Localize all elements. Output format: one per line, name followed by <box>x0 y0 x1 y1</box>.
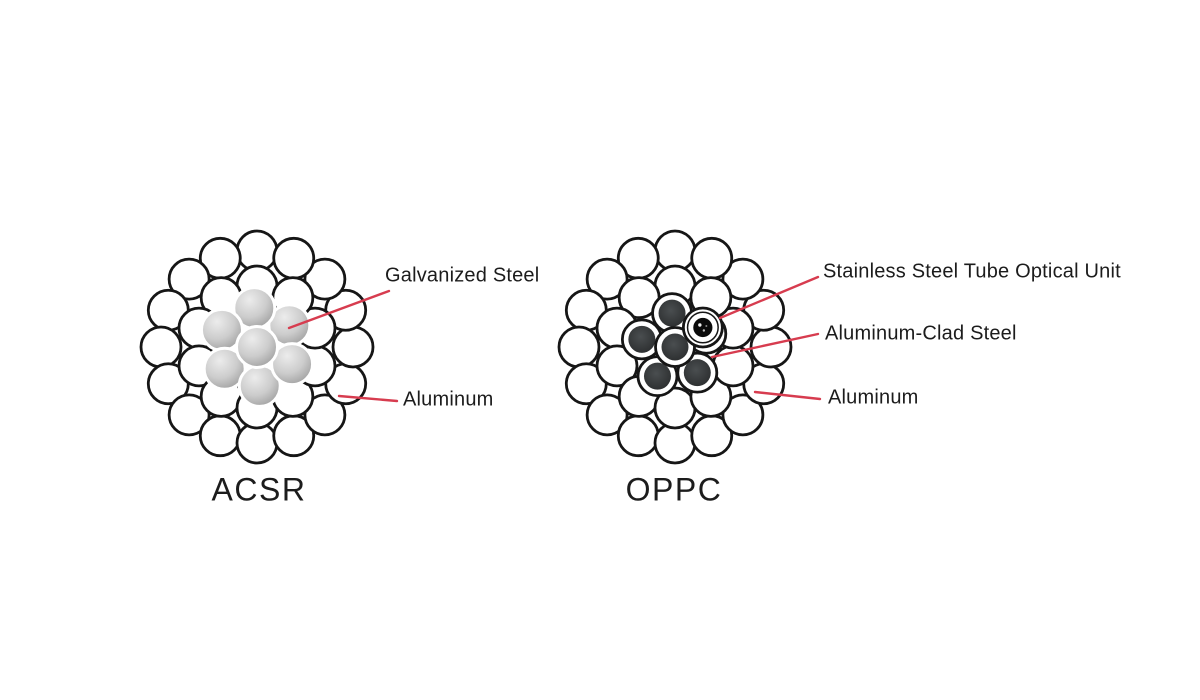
aluminum-strand <box>303 257 347 301</box>
label-aluminum-oppc: Aluminum <box>828 386 919 409</box>
leader-lines <box>287 275 822 403</box>
aluminum-strand <box>303 393 347 437</box>
leader-line <box>710 332 820 359</box>
aluminum-strand <box>721 257 765 301</box>
acsr-cross-section <box>139 229 375 465</box>
label-galvanized-steel: Galvanized Steel <box>385 264 540 287</box>
aluminum-strand <box>557 325 601 369</box>
aluminum-strand <box>721 393 765 437</box>
optical-fiber-dot <box>702 329 706 332</box>
leader-line <box>337 394 399 403</box>
optical-fiber-dot <box>698 323 702 327</box>
aluminum-strand <box>272 236 316 280</box>
oppc-cross-section <box>557 229 793 465</box>
aluminum-strand <box>331 325 375 369</box>
optical-fiber-bundle <box>693 317 713 338</box>
leader-line <box>753 390 822 401</box>
label-stainless-steel-tube-optical-unit: Stainless Steel Tube Optical Unit <box>823 260 1121 283</box>
aluminum-strand <box>198 414 242 458</box>
aluminum-strand <box>616 414 660 458</box>
acsr-title: ACSR <box>211 471 307 508</box>
aluminum-strand <box>585 393 629 437</box>
aluminum-clad-steel-core <box>658 299 686 327</box>
optical-fiber-dot <box>705 324 708 327</box>
aluminum-clad-steel-core <box>661 333 689 361</box>
galvanized-steel-strand <box>270 342 315 387</box>
aluminum-clad-steel-core <box>628 325 656 353</box>
aluminum-strand <box>167 393 211 437</box>
aluminum-strand <box>139 325 183 369</box>
leader-line <box>718 275 820 320</box>
optical-unit-inner-tube <box>686 311 719 344</box>
aluminum-strand <box>595 344 639 388</box>
galvanized-steel-strand <box>235 325 279 369</box>
aluminum-strand <box>690 236 734 280</box>
aluminum-strand <box>167 257 211 301</box>
galvanized-steel-strand <box>202 346 247 391</box>
aluminum-clad-steel-core <box>643 362 671 390</box>
leader-line <box>287 289 391 330</box>
aluminum-strand <box>585 257 629 301</box>
oppc-title: OPPC <box>625 471 723 508</box>
label-aluminum-acsr: Aluminum <box>403 388 494 411</box>
aluminum-clad-steel-core <box>683 359 711 387</box>
label-aluminum-clad-steel: Aluminum-Clad Steel <box>825 322 1017 345</box>
stainless-steel-tube-optical-unit <box>681 306 724 349</box>
